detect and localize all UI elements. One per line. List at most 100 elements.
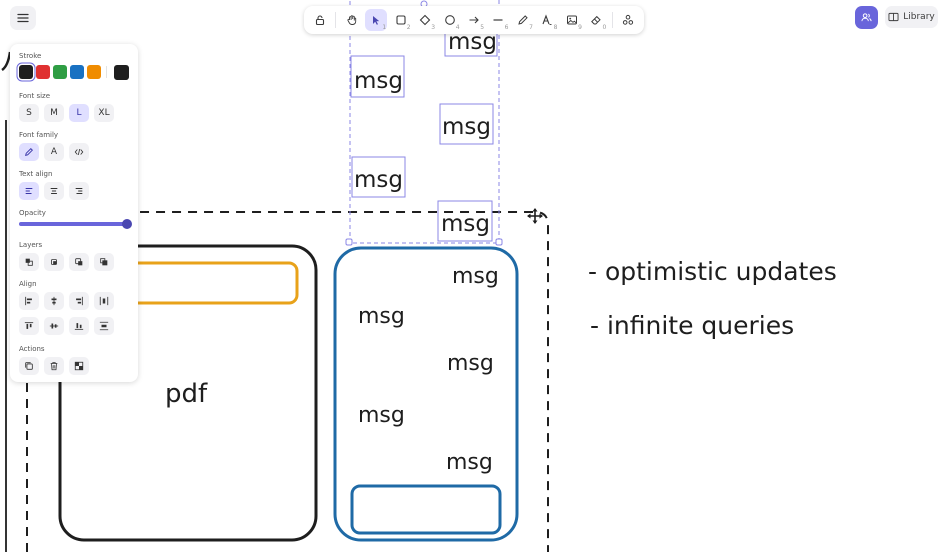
- stroke-swatch-black[interactable]: [19, 65, 33, 79]
- align-center-button[interactable]: [44, 182, 64, 200]
- msg-text[interactable]: msg: [442, 114, 491, 140]
- pdf-label[interactable]: pdf: [165, 379, 208, 409]
- stroke-swatch-orange[interactable]: [87, 65, 101, 79]
- msg-text[interactable]: msg: [452, 264, 499, 289]
- align-middle-icon: [49, 323, 59, 329]
- opacity-slider-thumb[interactable]: [122, 219, 132, 229]
- library-button[interactable]: Library: [885, 6, 938, 28]
- align-vertical-center-button[interactable]: [44, 317, 64, 335]
- send-to-back-icon: [25, 258, 33, 266]
- main-menu-button[interactable]: [10, 6, 36, 30]
- font-size-l-button[interactable]: L: [69, 104, 89, 122]
- font-family-normal-button[interactable]: A: [44, 143, 64, 161]
- pointer-icon: [373, 16, 380, 25]
- selection-tool-button[interactable]: 1: [365, 9, 388, 31]
- align-top-icon: [24, 322, 34, 329]
- stray-stroke: [1, 51, 12, 72]
- msg-selection-box: [350, 55, 405, 98]
- image-tool-button[interactable]: 9: [561, 9, 583, 31]
- font-size-xl-button[interactable]: XL: [94, 104, 114, 122]
- font-size-s-button[interactable]: S: [19, 104, 39, 122]
- selected-msg-group[interactable]: msg msg msg msg msg: [345, 0, 503, 246]
- distribute-horizontal-icon: [99, 296, 109, 306]
- diamond-tool-button[interactable]: 3: [414, 9, 436, 31]
- pdf-input-bar[interactable]: [128, 261, 299, 305]
- shapes-icon: [622, 14, 633, 25]
- users-icon: [861, 13, 872, 22]
- align-left-button[interactable]: [19, 182, 39, 200]
- align-bottom-edges-button[interactable]: [69, 317, 89, 335]
- image-icon: [566, 15, 577, 25]
- swatch-divider: [106, 66, 107, 78]
- link-button[interactable]: [69, 357, 89, 375]
- extra-tools-button[interactable]: [617, 9, 639, 31]
- opacity-slider-track[interactable]: [19, 222, 127, 226]
- font-family-code-button[interactable]: [69, 143, 89, 161]
- rectangle-icon: [396, 15, 406, 25]
- rectangle-tool-button[interactable]: 2: [390, 9, 412, 31]
- library-label: Library: [903, 12, 935, 22]
- diamond-icon: [419, 14, 431, 26]
- delete-button[interactable]: [44, 357, 64, 375]
- msg-text[interactable]: msg: [441, 211, 490, 237]
- distribute-vertically-button[interactable]: [94, 317, 114, 335]
- ellipse-tool-button[interactable]: 4: [438, 9, 460, 31]
- msg-text[interactable]: msg: [354, 68, 403, 94]
- current-stroke-color[interactable]: [114, 65, 129, 80]
- duplicate-button[interactable]: [19, 357, 39, 375]
- trash-icon: [50, 362, 58, 371]
- stroke-swatch-green[interactable]: [53, 65, 67, 79]
- dashed-frame[interactable]: [26, 211, 549, 552]
- lock-tool-button[interactable]: [309, 9, 331, 31]
- msg-text[interactable]: msg: [446, 450, 493, 475]
- font-family-handwritten-button[interactable]: [19, 143, 39, 161]
- msg-text[interactable]: msg: [354, 167, 403, 193]
- draw-tool-button[interactable]: 7: [512, 9, 534, 31]
- distribute-vertical-icon: [99, 321, 109, 331]
- chat-input-box[interactable]: [350, 484, 502, 535]
- arrow-tool-button[interactable]: 5: [463, 9, 485, 31]
- pdf-box[interactable]: [58, 244, 318, 542]
- shortcut-label: 1: [382, 24, 387, 31]
- live-collaboration-button[interactable]: [855, 6, 878, 29]
- align-left-edges-button[interactable]: [19, 292, 39, 310]
- note-infinite-queries[interactable]: - infinite queries: [590, 311, 794, 340]
- text-tool-button[interactable]: 8: [536, 9, 558, 31]
- send-to-back-button[interactable]: [19, 253, 39, 271]
- send-backward-button[interactable]: [44, 253, 64, 271]
- stroke-swatch-red[interactable]: [36, 65, 50, 79]
- line-tool-button[interactable]: 6: [487, 9, 509, 31]
- align-horizontal-center-button[interactable]: [44, 292, 64, 310]
- selection-handle[interactable]: [345, 238, 353, 246]
- pencil-icon: [518, 15, 528, 25]
- bring-forward-icon: [75, 258, 83, 266]
- layers-label: Layers: [19, 241, 43, 249]
- lock-icon: [316, 15, 325, 26]
- msg-text[interactable]: msg: [358, 403, 405, 428]
- hand-tool-button[interactable]: [341, 9, 363, 31]
- msg-text[interactable]: msg: [358, 304, 405, 329]
- arrow-icon: [469, 16, 479, 24]
- align-right-icon: [76, 296, 83, 306]
- bring-to-front-button[interactable]: [94, 253, 114, 271]
- distribute-horizontally-button[interactable]: [94, 292, 114, 310]
- selection-handle[interactable]: [495, 238, 503, 246]
- eraser-tool-button[interactable]: 0: [585, 9, 607, 31]
- line-icon: [493, 19, 503, 21]
- send-backward-icon: [51, 259, 57, 265]
- align-right-button[interactable]: [69, 182, 89, 200]
- align-left-icon: [25, 296, 32, 306]
- chat-box[interactable]: [333, 246, 519, 542]
- shortcut-label: 5: [480, 24, 485, 31]
- msg-text[interactable]: msg: [447, 351, 494, 376]
- font-size-m-button[interactable]: M: [44, 104, 64, 122]
- note-optimistic-updates[interactable]: - optimistic updates: [588, 257, 837, 286]
- align-right-edges-button[interactable]: [69, 292, 89, 310]
- move-cursor-icon: [527, 208, 543, 224]
- ellipse-icon: [444, 15, 455, 25]
- stroke-swatch-blue[interactable]: [70, 65, 84, 79]
- toolbar-divider: [335, 12, 337, 28]
- bring-forward-button[interactable]: [69, 253, 89, 271]
- align-top-edges-button[interactable]: [19, 317, 39, 335]
